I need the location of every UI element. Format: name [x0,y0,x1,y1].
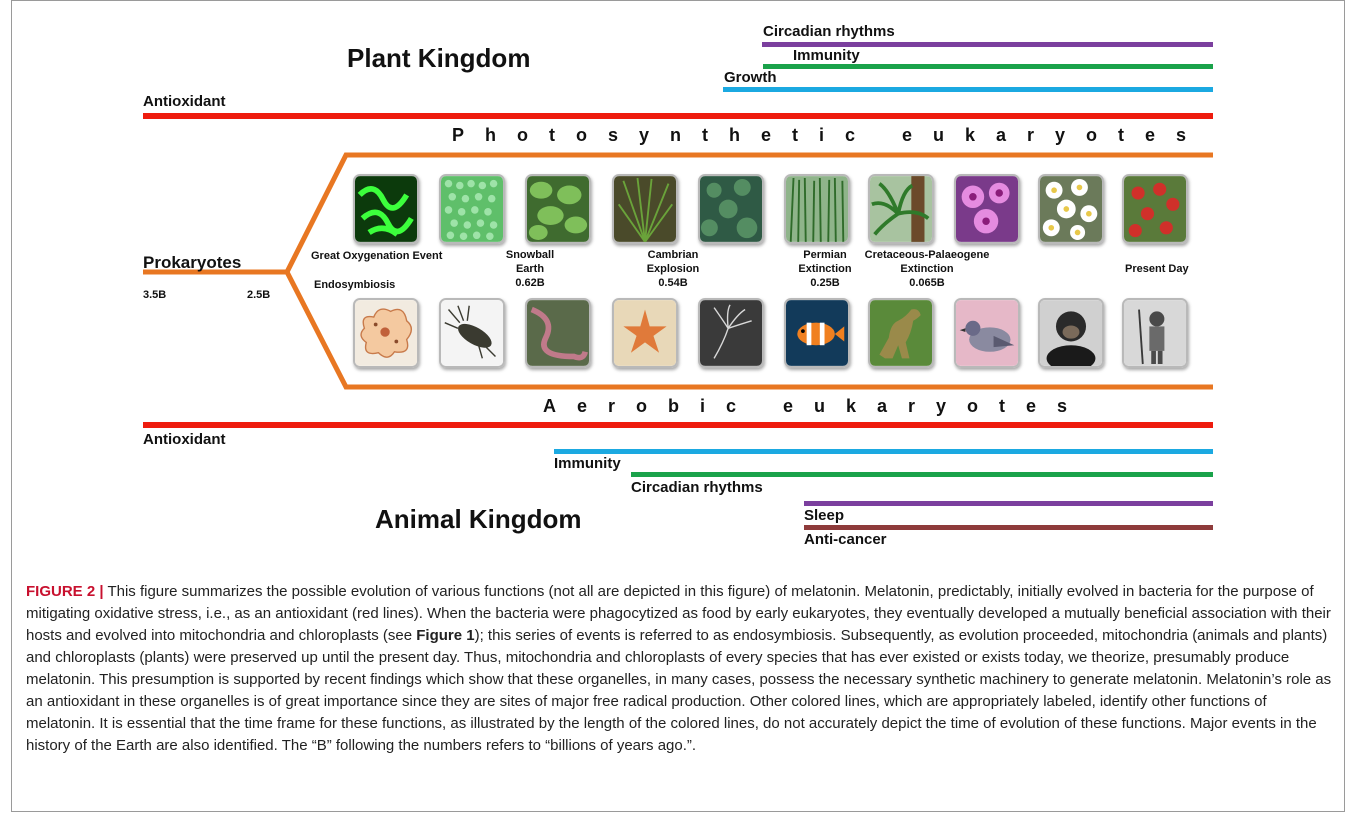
event-cambrian-explosion: Cambrian Explosion 0.54B [638,248,708,290]
animal-circadian-line [631,472,1213,477]
time-2-5b-label: 2.5B [247,290,270,301]
animal-image-pigeon [954,298,1020,368]
event-kpg-extinction: Cretaceous-Palaeogene Extinction 0.065B [858,248,996,290]
plant-image-fern-moss [612,174,678,244]
animal-image-dinosaur [868,298,934,368]
animal-immunity-line [554,449,1213,454]
animal-image-starfish [612,298,678,368]
animal-kingdom-title: Animal Kingdom [375,506,582,532]
animal-image-sea-lily-fossil [698,298,764,368]
plant-image-green-algae [353,174,419,244]
animal-image-chimpanzee [1038,298,1104,368]
animal-sleep-line [804,501,1213,506]
animal-anticancer-label: Anti-cancer [804,532,887,547]
event-cambrian-line-3: 0.54B [638,276,708,290]
animal-immunity-label: Immunity [554,456,621,471]
figure-1-reference-link[interactable]: Figure 1 [416,627,474,644]
animal-circadian-label: Circadian rhythms [631,480,763,495]
prokaryotes-label: Prokaryotes [143,254,241,271]
aerobic-eukaryotes-label: Aerobic eukaryotes [543,397,1088,415]
event-permian-extinction: Permian Extinction 0.25B [790,248,860,290]
event-kpg-line-3: 0.065B [858,276,996,290]
event-present-day: Present Day [1125,262,1189,276]
plant-image-aquatic-plant [525,174,591,244]
figure-caption-label: FIGURE 2 | [26,583,104,600]
plant-image-orchid [954,174,1020,244]
event-kpg-line-1: Cretaceous-Palaeogene [858,248,996,262]
plant-image-lichen-moss [698,174,764,244]
event-snowball-line-3: 0.62B [500,276,560,290]
event-kpg-line-2: Extinction [858,262,996,276]
animal-image-trilobite [439,298,505,368]
event-snowball-line-2: Earth [500,262,560,276]
event-permian-line-2: Extinction [790,262,860,276]
event-cambrian-line-2: Explosion [638,262,708,276]
figure-caption: FIGURE 2 | This figure summarizes the po… [26,581,1332,757]
animal-anticancer-line [804,525,1213,530]
event-snowball-earth: Snowball Earth 0.62B [500,248,560,290]
event-snowball-line-1: Snowball [500,248,560,262]
animal-sleep-label: Sleep [804,508,844,523]
animal-image-clownfish [784,298,850,368]
animal-antioxidant-line [143,422,1213,428]
time-3-5b-label: 3.5B [143,290,166,301]
plant-image-palm-cycad [868,174,934,244]
event-cambrian-line-1: Cambrian [638,248,708,262]
plant-image-cyanobacteria [439,174,505,244]
animal-image-human [1122,298,1188,368]
animal-image-amoeba [353,298,419,368]
animal-antioxidant-label: Antioxidant [143,432,226,447]
animal-image-worm [525,298,591,368]
event-endosymbiosis: Endosymbiosis [314,278,395,292]
event-permian-line-3: 0.25B [790,276,860,290]
event-permian-line-1: Permian [790,248,860,262]
plant-image-white-daisies [1038,174,1104,244]
figure-caption-text-2: ); this series of events is referred to … [26,627,1331,754]
plant-image-apple-tree [1122,174,1188,244]
plant-image-grass [784,174,850,244]
event-great-oxygenation: Great Oxygenation Event [311,249,442,263]
